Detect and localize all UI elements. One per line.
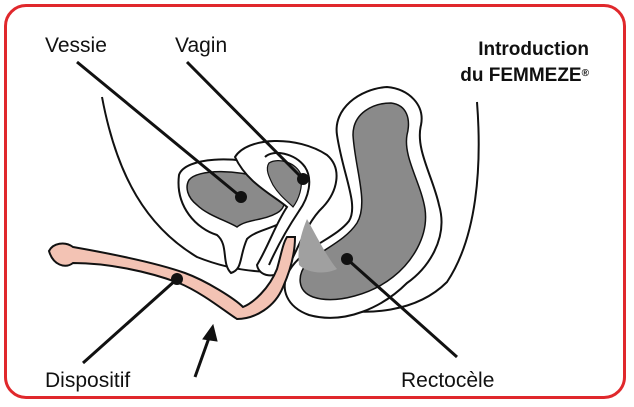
registered-mark: ® [582, 68, 589, 79]
label-bladder: Vessie [45, 34, 107, 58]
insertion-arrow-head [203, 325, 217, 341]
diagram-title: Introduction du FEMMEZE® [460, 37, 589, 89]
insertion-arrow-shaft [195, 335, 210, 377]
title-line-2-text: du FEMMEZE [460, 65, 581, 86]
title-line-2: du FEMMEZE® [460, 63, 589, 89]
diagram-frame: Vessie Vagin Dispositif Rectocèle Introd… [4, 4, 626, 399]
bladder-leader-dot [235, 191, 247, 203]
device-leader-dot [171, 273, 183, 285]
device-leader [83, 279, 177, 363]
bladder-leader [77, 62, 241, 197]
title-line-1: Introduction [460, 37, 589, 63]
label-rectocele: Rectocèle [401, 369, 494, 393]
vagina-leader-dot [297, 173, 309, 185]
label-device: Dispositif [45, 369, 130, 393]
rectocele-leader-dot [341, 253, 353, 265]
label-vagina: Vagin [175, 34, 227, 58]
